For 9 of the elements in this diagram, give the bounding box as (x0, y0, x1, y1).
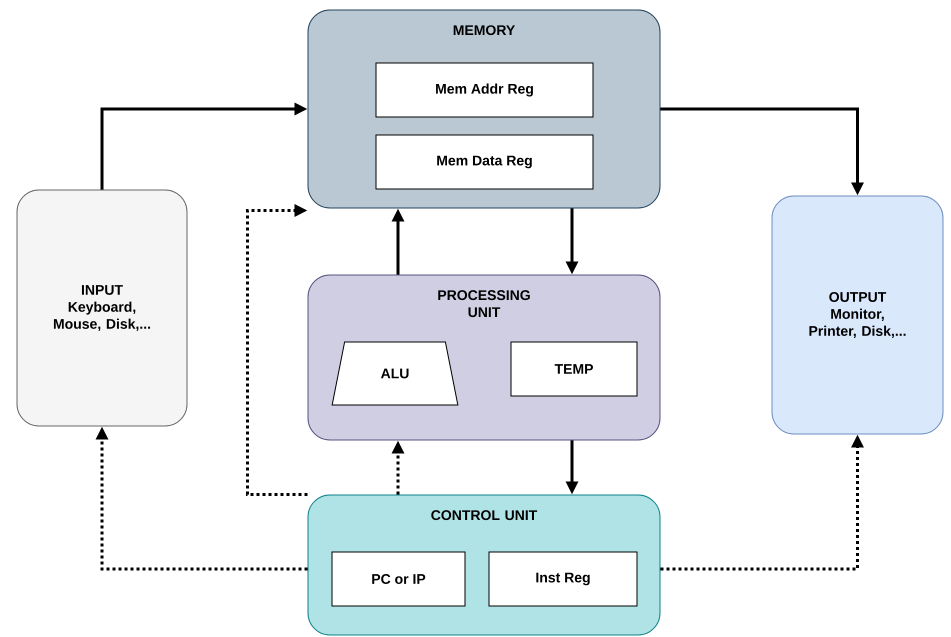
register-box: TEMP (510, 342, 638, 396)
arrow (246, 204, 308, 496)
register-box: Inst Reg (488, 552, 638, 606)
register-box: Mem Data Reg (376, 134, 594, 190)
register-box: Mem Addr Reg (376, 62, 594, 118)
alu-trapezoid: ALU (332, 342, 458, 406)
register-box: PC or IP (332, 552, 466, 606)
output-box: OUTPUT Monitor, Printer, Disk,... (772, 196, 944, 434)
input-box: INPUT Keyboard, Mouse, Disk,... (16, 190, 188, 426)
